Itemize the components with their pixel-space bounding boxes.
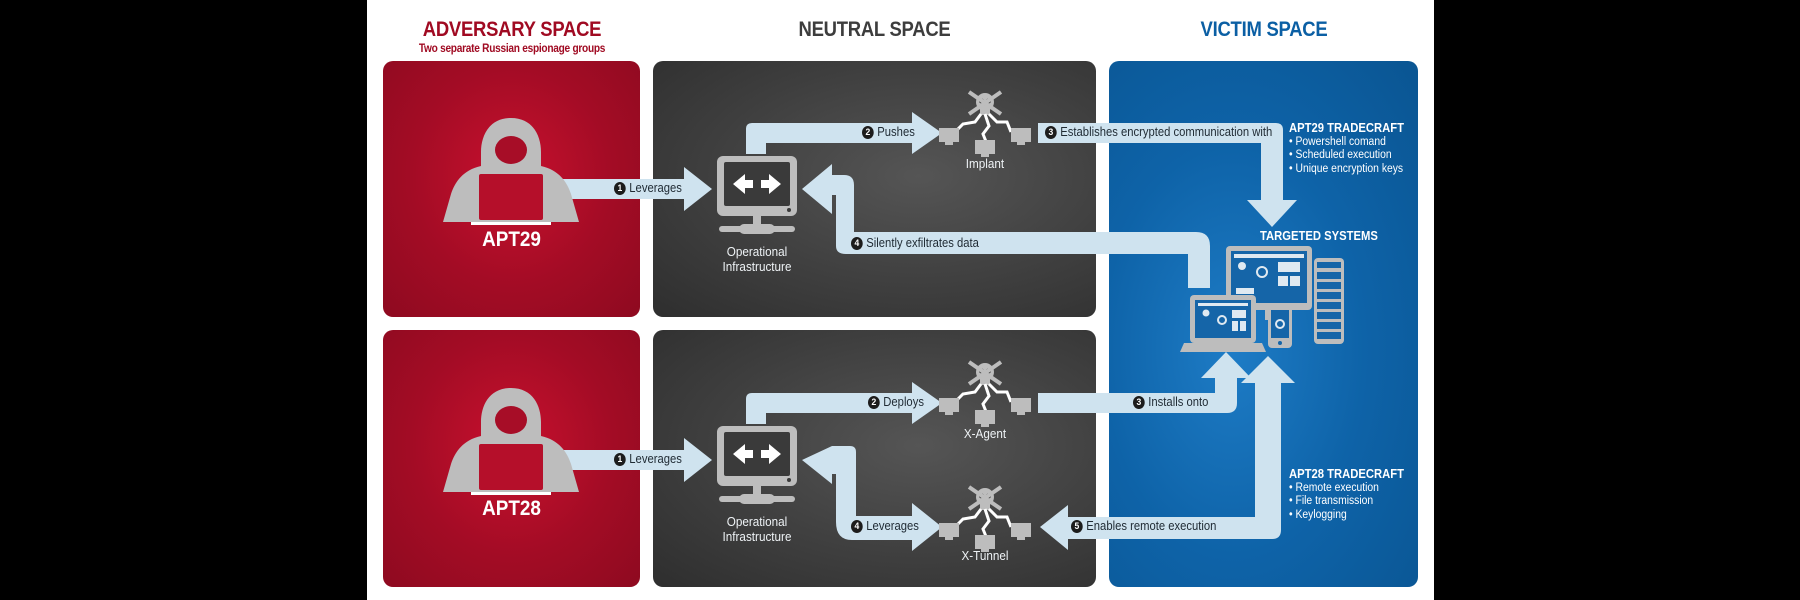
victim-space-heading: VICTIM SPACE (1200, 18, 1328, 41)
apt28-label: APT28 (482, 497, 541, 520)
apt29-label: APT29 (482, 228, 541, 251)
infra-line1: Operational (726, 514, 788, 529)
step-number-badge: 3 (1133, 396, 1145, 409)
apt29-tradecraft: APT29 TRADECRAFT • Powershell comand • S… (1289, 121, 1405, 176)
step-number-badge: 1 (614, 182, 626, 195)
step-text: Enables remote execution (1086, 519, 1217, 533)
infra-line2: Infrastructure (722, 529, 792, 544)
step-text: Leverages (866, 519, 919, 533)
x-agent-label: X-Agent (963, 426, 1007, 441)
step-text: Silently exfiltrates data (866, 236, 979, 250)
adversary-space-heading: ADVERSARY SPACE (422, 18, 602, 41)
neutral-panel-apt29 (653, 61, 1096, 317)
step-text: Leverages (629, 452, 682, 466)
tradecraft-title: APT29 TRADECRAFT (1289, 121, 1405, 135)
tradecraft-item-text: Unique encryption keys (1295, 162, 1404, 175)
step-text: Deploys (883, 395, 924, 409)
tradecraft-item: • Scheduled execution (1289, 149, 1392, 161)
x-tunnel-label: X-Tunnel (961, 548, 1009, 563)
operational-infrastructure-label-apt29: Operational Infrastructure (712, 244, 802, 274)
tradecraft-item-text: Remote execution (1295, 481, 1379, 494)
infra-line2: Infrastructure (722, 259, 792, 274)
apt28-tradecraft: APT28 TRADECRAFT • Remote execution • Fi… (1289, 467, 1405, 522)
adversary-space-subtitle: Two separate Russian espionage groups (418, 43, 606, 55)
infra-line1: Operational (726, 244, 788, 259)
tradecraft-title: APT28 TRADECRAFT (1289, 467, 1405, 481)
tradecraft-item-text: Keylogging (1295, 508, 1347, 521)
targeted-systems-label: TARGETED SYSTEMS (1260, 229, 1378, 243)
tradecraft-item: • File transmission (1289, 495, 1374, 507)
tradecraft-item: • Remote execution (1289, 481, 1379, 494)
step-text: Installs onto (1148, 395, 1209, 409)
adversary-panel-apt29 (383, 61, 640, 317)
step-text: Pushes (877, 125, 915, 139)
neutral-space-heading: NEUTRAL SPACE (798, 18, 951, 41)
operational-infrastructure-label-apt28: Operational Infrastructure (712, 514, 802, 544)
step-text: Leverages (629, 181, 682, 195)
implant-label: Implant (965, 156, 1005, 171)
tradecraft-item: • Powershell comand (1289, 135, 1386, 148)
adversary-panel-apt28 (383, 330, 640, 587)
neutral-panel-apt28 (653, 330, 1096, 587)
tradecraft-item: • Unique encryption keys (1289, 162, 1404, 175)
step-number-badge: 5 (1071, 520, 1083, 533)
step-number-badge: 4 (851, 520, 863, 533)
tradecraft-item-text: File transmission (1295, 495, 1374, 507)
tradecraft-item: • Keylogging (1289, 508, 1347, 521)
step-number-badge: 2 (862, 126, 874, 139)
step-number-badge: 2 (868, 396, 880, 409)
step-text: Establishes encrypted communication with (1060, 125, 1273, 139)
tradecraft-item-text: Scheduled execution (1295, 149, 1392, 161)
tradecraft-item-text: Powershell comand (1295, 135, 1386, 148)
step-number-badge: 4 (851, 237, 863, 250)
step-number-badge: 3 (1045, 126, 1057, 139)
step-number-badge: 1 (614, 453, 626, 466)
